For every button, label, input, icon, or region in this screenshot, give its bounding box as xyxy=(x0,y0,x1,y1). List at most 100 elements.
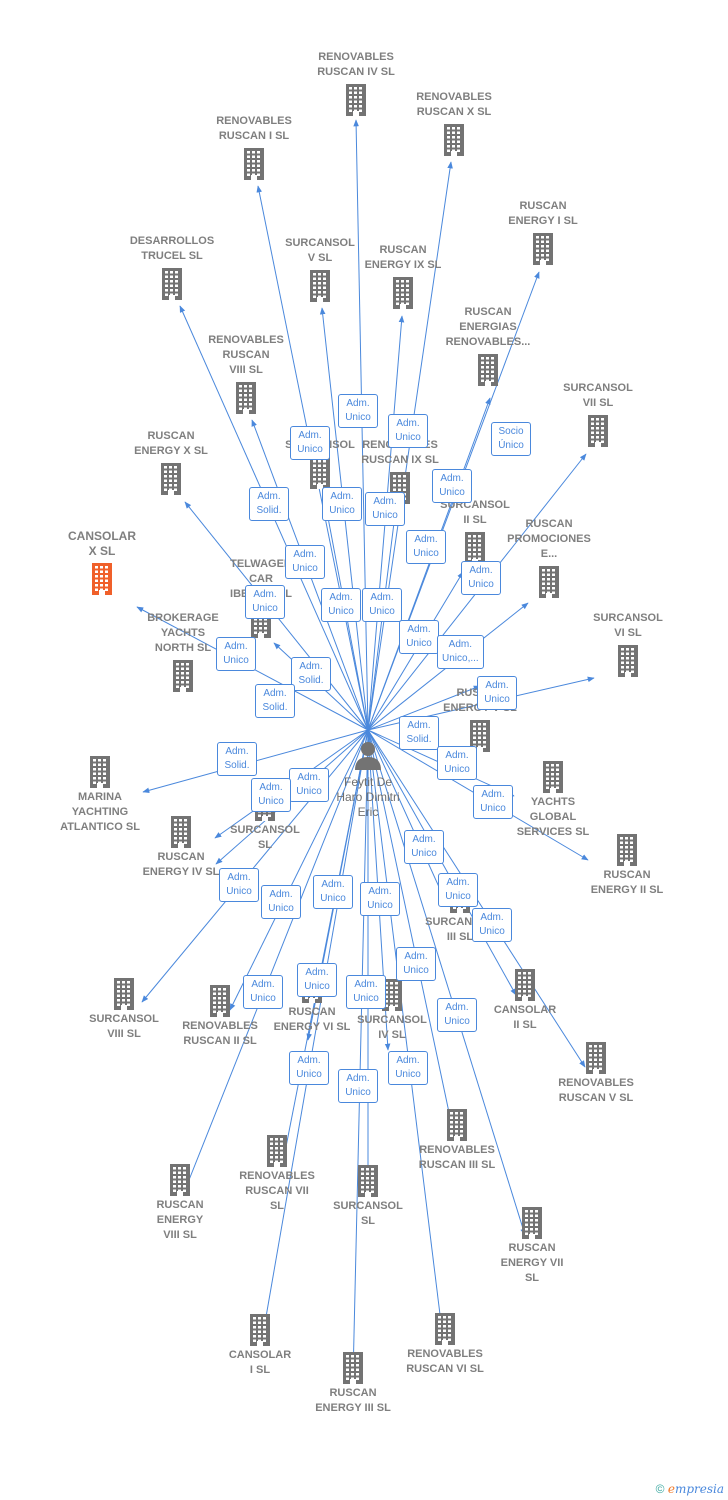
edge-role-label[interactable]: Adm. Solid. xyxy=(291,657,331,691)
edge-role-label[interactable]: Adm. Solid. xyxy=(255,684,295,718)
company-node-ruscan-promociones[interactable]: RUSCAN PROMOCIONES E... xyxy=(489,517,609,600)
building-icon xyxy=(478,354,498,386)
building-icon xyxy=(343,1352,363,1384)
edge-role-label[interactable]: Adm. Unico xyxy=(251,778,291,812)
edge-role-label[interactable]: Adm. Unico xyxy=(338,394,378,428)
company-node-surcansol-vi[interactable]: SURCANSOL VI SL xyxy=(568,611,688,679)
company-node-ren-ruscan-viii[interactable]: RENOVABLES RUSCAN VIII SL xyxy=(186,333,306,416)
edge-role-label[interactable]: Adm. Unico xyxy=(313,875,353,909)
edge-role-label[interactable]: Socio Único xyxy=(491,422,531,456)
company-node-ruscan-energias-ren[interactable]: RUSCAN ENERGIAS RENOVABLES... xyxy=(428,305,548,388)
building-icon xyxy=(435,1313,455,1345)
edge-role-label[interactable]: Adm. Unico xyxy=(438,873,478,907)
company-node-cansolar-i[interactable]: CANSOLAR I SL xyxy=(200,1310,320,1378)
company-node-ruscan-energy-viii[interactable]: RUSCAN ENERGY VIII SL xyxy=(120,1160,240,1243)
company-node-ren-ruscan-x[interactable]: RENOVABLES RUSCAN X SL xyxy=(394,90,514,158)
company-node-ruscan-energy-vii[interactable]: RUSCAN ENERGY VII SL xyxy=(472,1203,592,1286)
company-name: CANSOLAR I SL xyxy=(228,1349,292,1376)
company-node-ruscan-energy-ii[interactable]: RUSCAN ENERGY II SL xyxy=(567,830,687,898)
building-icon xyxy=(539,566,559,598)
company-node-surcansol-ii[interactable]: SURCANSOL II SL xyxy=(415,498,535,566)
edge-line-ruscan-energy-vii xyxy=(367,729,526,1236)
building-icon xyxy=(92,563,112,595)
building-icon xyxy=(310,457,330,489)
company-node-cansolar-ii[interactable]: CANSOLAR II SL xyxy=(465,965,585,1033)
edge-role-label[interactable]: Adm. Unico xyxy=(216,637,256,671)
building-icon xyxy=(522,1207,542,1239)
center-person[interactable]: Feytit De Haro Dimitri Eric xyxy=(313,740,423,820)
edge-role-label[interactable]: Adm. Unico xyxy=(477,676,517,710)
edge-role-label[interactable]: Adm. Unico xyxy=(261,885,301,919)
edge-role-label[interactable]: Adm. Unico xyxy=(399,620,439,654)
company-node-surcansol-vii[interactable]: SURCANSOL VII SL xyxy=(538,381,658,449)
company-name: YACHTS GLOBAL SERVICES SL xyxy=(516,796,590,838)
center-person-name: Feytit De Haro Dimitri Eric xyxy=(336,775,400,819)
edge-role-label[interactable]: Adm. Unico xyxy=(396,947,436,981)
edge-role-label[interactable]: Adm. Unico xyxy=(404,830,444,864)
company-node-brokerage-yachts[interactable]: BROKERAGE YACHTS NORTH SL xyxy=(123,611,243,694)
company-name: SURCANSOL SL xyxy=(230,824,300,851)
company-node-ren-ruscan-vi[interactable]: RENOVABLES RUSCAN VI SL xyxy=(385,1309,505,1377)
company-node-ruscan-energy-x[interactable]: RUSCAN ENERGY X SL xyxy=(111,429,231,497)
company-node-ren-ruscan-iii[interactable]: RENOVABLES RUSCAN III SL xyxy=(397,1105,517,1173)
edge-role-label[interactable]: Adm. Unico,... xyxy=(437,635,484,669)
company-node-ren-ruscan-i[interactable]: RENOVABLES RUSCAN I SL xyxy=(194,114,314,182)
edge-role-label[interactable]: Adm. Unico xyxy=(243,975,283,1009)
edge-role-label[interactable]: Adm. Solid. xyxy=(399,716,439,750)
company-node-ren-ruscan-ii[interactable]: RENOVABLES RUSCAN II SL xyxy=(160,981,280,1049)
company-node-ren-ruscan-iv[interactable]: RENOVABLES RUSCAN IV SL xyxy=(296,50,416,118)
company-node-surcansol-sl[interactable]: SURCANSOL SL xyxy=(308,1161,428,1229)
building-icon xyxy=(210,985,230,1017)
edge-role-label[interactable]: Adm. Unico xyxy=(338,1069,378,1103)
company-node-ren-ruscan-v[interactable]: RENOVABLES RUSCAN V SL xyxy=(536,1038,656,1106)
building-icon xyxy=(543,761,563,793)
company-name: RENOVABLES RUSCAN VI SL xyxy=(406,1348,484,1375)
company-node-ruscan-energy-iii[interactable]: RUSCAN ENERGY III SL xyxy=(293,1348,413,1416)
edge-role-label[interactable]: Adm. Solid. xyxy=(249,487,289,521)
edge-role-label[interactable]: Adm. Unico xyxy=(461,561,501,595)
company-node-yachts-global[interactable]: YACHTS GLOBAL SERVICES SL xyxy=(493,757,613,840)
building-icon xyxy=(346,84,366,116)
company-node-cansolar-x[interactable]: CANSOLAR X SL xyxy=(42,529,162,597)
edge-role-label[interactable]: Adm. Unico xyxy=(473,785,513,819)
company-node-ruscan-energy-iv[interactable]: RUSCAN ENERGY IV SL xyxy=(121,812,241,880)
edge-line-ren-ruscan-ii xyxy=(229,729,369,1011)
edge-role-label[interactable]: Adm. Unico xyxy=(360,882,400,916)
edge-role-label[interactable]: Adm. Unico xyxy=(321,588,361,622)
edge-role-label[interactable]: Adm. Unico xyxy=(388,414,428,448)
edge-role-label[interactable]: Adm. Unico xyxy=(406,530,446,564)
building-icon xyxy=(447,1109,467,1141)
company-node-desarrollos-trucel[interactable]: DESARROLLOS TRUCEL SL xyxy=(112,234,232,302)
edge-role-label[interactable]: Adm. Unico xyxy=(322,487,362,521)
edge-role-label[interactable]: Adm. Unico xyxy=(432,469,472,503)
edge-role-label[interactable]: Adm. Unico xyxy=(219,868,259,902)
brand-footer[interactable]: © empresia xyxy=(656,1482,724,1496)
edge-role-label[interactable]: Adm. Unico xyxy=(437,998,477,1032)
company-node-marina-yachting[interactable]: MARINA YACHTING ATLANTICO SL xyxy=(40,752,160,835)
edge-role-label[interactable]: Adm. Unico xyxy=(297,963,337,997)
company-node-ruscan-energy-ix[interactable]: RUSCAN ENERGY IX SL xyxy=(343,243,463,311)
company-name: RUSCAN ENERGY VIII SL xyxy=(156,1199,204,1241)
edge-role-label[interactable]: Adm. Unico xyxy=(289,1051,329,1085)
edge-role-label[interactable]: Adm. Unico xyxy=(245,585,285,619)
company-node-surcansol-iv[interactable]: SURCANSOL IV SL xyxy=(332,975,452,1043)
edge-role-label[interactable]: Adm. Unico xyxy=(285,545,325,579)
company-node-ren-ruscan-vii[interactable]: RENOVABLES RUSCAN VII SL xyxy=(217,1131,337,1214)
building-icon xyxy=(171,816,191,848)
building-icon xyxy=(470,720,490,752)
edge-role-label[interactable]: Adm. Unico xyxy=(472,908,512,942)
company-node-surcansol-v[interactable]: SURCANSOL V SL xyxy=(260,236,380,304)
edge-role-label[interactable]: Adm. Unico xyxy=(346,975,386,1009)
building-icon xyxy=(393,277,413,309)
edge-role-label[interactable]: Adm. Unico xyxy=(437,746,477,780)
edge-role-label[interactable]: Adm. Unico xyxy=(362,588,402,622)
edge-role-label[interactable]: Adm. Unico xyxy=(365,492,405,526)
edge-role-label[interactable]: Adm. Unico xyxy=(388,1051,428,1085)
company-name: MARINA YACHTING ATLANTICO SL xyxy=(60,791,140,833)
company-node-surcansol-viii[interactable]: SURCANSOL VIII SL xyxy=(64,974,184,1042)
edge-role-label[interactable]: Adm. Unico xyxy=(290,426,330,460)
company-node-ruscan-energy-i[interactable]: RUSCAN ENERGY I SL xyxy=(483,199,603,267)
company-name: RUSCAN ENERGY II SL xyxy=(590,869,664,896)
brand-initial: e xyxy=(667,1482,675,1496)
edge-role-label[interactable]: Adm. Solid. xyxy=(217,742,257,776)
